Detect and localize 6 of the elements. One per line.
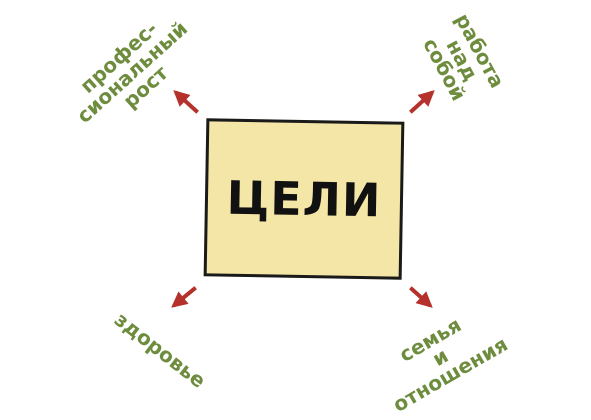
arrow <box>409 90 435 114</box>
arrow <box>409 286 433 308</box>
box-title: ЦЕЛИ <box>226 170 382 228</box>
arrow <box>173 90 199 114</box>
arrow <box>171 286 197 308</box>
goal-box <box>204 118 404 280</box>
